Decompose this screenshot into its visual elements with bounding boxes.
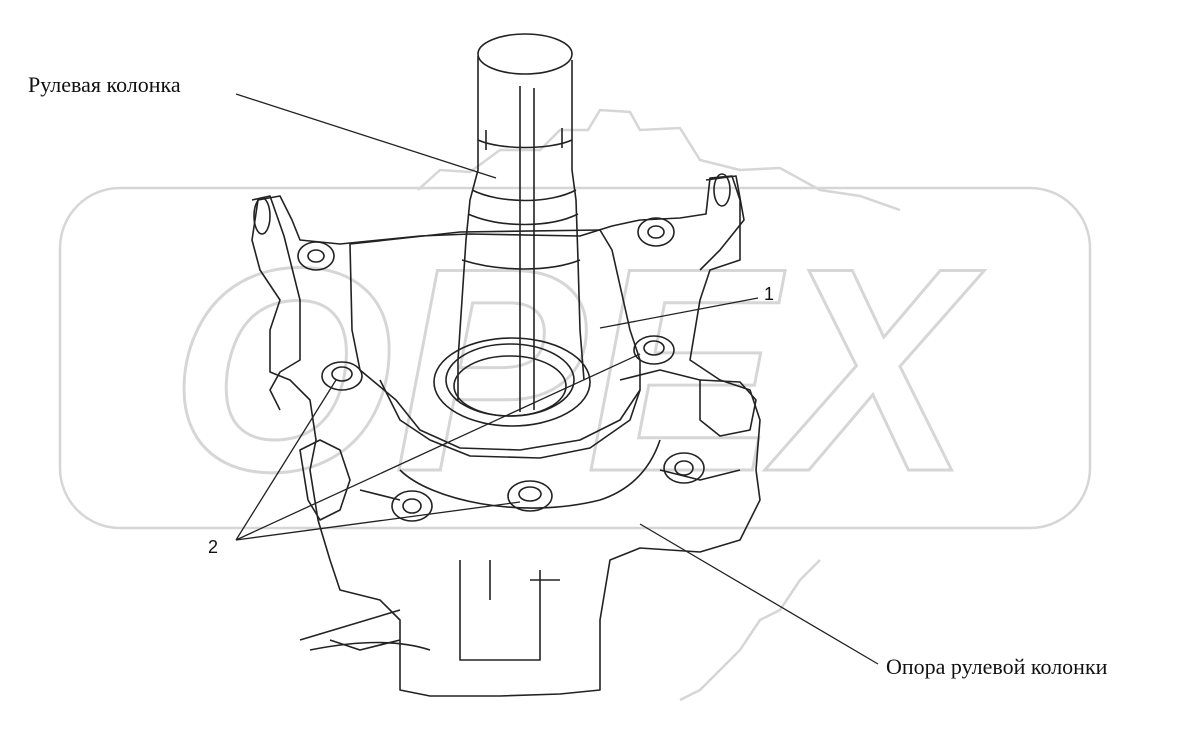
bolt-front-head [518, 486, 542, 502]
shaft-top [477, 33, 573, 75]
support-lower-curve [399, 439, 661, 509]
leader-2-a [235, 379, 337, 541]
support-left-ear [299, 439, 351, 521]
support-mid-lines [359, 369, 741, 501]
bearing-seal [453, 355, 567, 417]
mounting-bolts [253, 173, 731, 522]
support-bottom-arc [309, 641, 431, 651]
leader-steering-column [235, 93, 497, 179]
column-support-body [251, 175, 761, 697]
support-outline [251, 175, 761, 697]
label-steering-column: Рулевая колонка [28, 72, 181, 97]
shaft-ring-2 [471, 189, 577, 202]
boss-top-right [637, 217, 675, 247]
leader-2-c [235, 501, 521, 541]
bolt-right-head [643, 340, 665, 356]
bolt-front [507, 480, 553, 512]
boss-bottom-right-hole [674, 460, 694, 476]
boss-bottom-right [663, 452, 705, 484]
shaft-ring-1 [477, 139, 573, 149]
leader-2-b [235, 353, 641, 541]
bolt-left-head [331, 366, 353, 382]
boss-top-left [297, 241, 335, 271]
bolt-left [321, 361, 363, 391]
leader-1 [599, 297, 759, 329]
shaft-step [485, 128, 563, 150]
shaft-keyway [519, 86, 535, 412]
support-right-ear [699, 379, 757, 437]
bearing-outer [433, 337, 591, 427]
watermark-gear [417, 108, 901, 212]
shaft-body [457, 56, 585, 400]
callout-2: 2 [208, 537, 219, 557]
steering-column-shaft [433, 33, 591, 427]
support-flange [379, 379, 641, 459]
eye-top-left [253, 197, 271, 235]
leader-lines [235, 93, 879, 665]
shaft-ring-3 [467, 213, 579, 226]
watermark-gear-lower [679, 559, 821, 702]
support-left-arm [251, 195, 301, 411]
support-inner-plate [349, 229, 641, 451]
eye-top-right [713, 173, 731, 207]
shaft-ring-4 [461, 259, 581, 270]
label-column-support: Опора рулевой колонки [886, 654, 1108, 679]
boss-bottom-left-hole [402, 498, 422, 514]
leader-support [639, 523, 879, 665]
support-bottom-block [299, 560, 560, 661]
boss-top-left-hole [307, 249, 325, 263]
boss-top-right-hole [647, 225, 665, 239]
boss-bottom-left [391, 490, 433, 522]
bolt-right [633, 335, 675, 365]
callout-1: 1 [764, 284, 775, 304]
